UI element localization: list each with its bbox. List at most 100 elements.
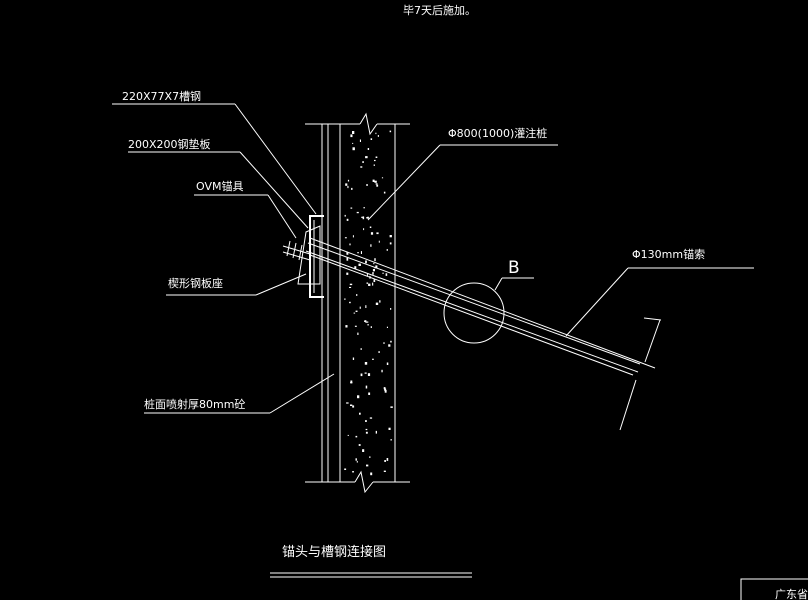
concrete-speckle [375,302,379,305]
concrete-speckle [383,191,386,194]
concrete-speckle [355,458,357,461]
concrete-speckle [390,308,392,310]
concrete-speckle [368,392,371,395]
concrete-speckle [354,325,357,327]
concrete-speckle [357,252,359,254]
concrete-speckle [366,282,369,284]
concrete-speckle [390,340,392,343]
detail-circle-b [443,282,505,344]
concrete-speckle [365,156,368,159]
concrete-speckle [358,475,360,477]
label-shotcrete: 桩面喷射厚80mm砼 [144,397,245,411]
title-block-text: 广东省 [775,588,808,600]
concrete-speckle [350,380,353,384]
concrete-speckle [385,273,388,276]
concrete-speckle [360,166,363,168]
concrete-speckle [374,258,376,262]
concrete-speckle [376,184,379,187]
concrete-speckle [367,373,371,376]
concrete-speckle [383,387,386,390]
leader-channel [234,103,317,215]
concrete-speckle [352,471,354,473]
concrete-speckle [375,430,377,434]
concrete-speckle [365,321,369,323]
concrete-speckle [364,372,367,374]
concrete-speckle [375,156,378,158]
concrete-speckle [345,325,348,328]
concrete-speckle [386,249,388,251]
concrete-speckle [360,251,362,254]
concrete-speckle [355,310,358,312]
concrete-speckle [365,428,368,431]
concrete-speckle [359,306,361,309]
concrete-speckle [362,216,365,220]
concrete-speckle [382,272,384,274]
concrete-speckle [373,262,375,265]
concrete-speckle [366,217,369,219]
concrete-speckle [389,242,392,245]
concrete-speckle [367,324,369,326]
concrete-speckle [352,357,355,360]
top-note: 毕7天后施加。 [403,4,476,17]
concrete-speckle [381,177,384,179]
concrete-speckle [363,228,365,231]
concrete-speckle [370,138,373,140]
concrete-speckle [346,402,349,404]
concrete-speckle [381,369,383,373]
concrete-speckle [366,273,368,276]
concrete-speckle [378,240,380,243]
concrete-speckle [344,237,347,239]
concrete-speckles [344,130,393,477]
concrete-speckle [390,406,393,408]
concrete-speckle [356,211,359,214]
concrete-speckle [377,135,379,137]
concrete-speckle [346,257,349,261]
drawing-title: 锚头与槽钢连接图 [282,544,386,560]
leader-ovm [267,194,297,239]
concrete-speckle [369,456,371,458]
concrete-speckle [379,300,381,303]
concrete-speckle [346,272,349,275]
concrete-speckle [352,405,355,408]
concrete-speckle [378,351,380,353]
concrete-speckle [384,389,387,393]
concrete-speckle [362,161,364,163]
detail-b-leader [494,277,503,291]
concrete-speckle [349,286,352,288]
concrete-speckle [373,279,376,282]
label-pad-plate: 200X200钢垫板 [128,137,211,151]
wedge-seat [297,225,321,285]
label-pile: Φ800(1000)灌注桩 [448,126,547,140]
concrete-speckle [345,183,348,186]
concrete-speckle [344,298,346,300]
concrete-speckle [389,235,392,238]
concrete-speckle [368,283,371,286]
concrete-speckle [352,142,354,144]
concrete-speckle [374,159,376,162]
concrete-speckle [354,266,357,269]
concrete-speckle [350,404,353,406]
concrete-speckle [365,385,368,389]
leader-pad [239,151,309,229]
concrete-speckle [349,283,353,286]
concrete-speckle [376,232,379,235]
concrete-speckle [372,269,375,272]
concrete-speckle [372,179,375,182]
pile-body [305,112,410,494]
concrete-speckle [362,449,365,452]
concrete-speckle [388,427,391,430]
concrete-speckle [356,294,358,296]
concrete-speckle [384,460,386,462]
leader-wedge [255,273,307,296]
concrete-speckle [350,207,353,209]
concrete-speckle [383,470,386,472]
label-wedge-seat: 楔形钢板座 [168,276,223,290]
concrete-speckle [386,326,388,328]
concrete-speckle [347,185,349,189]
concrete-speckle [366,464,369,467]
concrete-speckle [365,305,367,308]
concrete-speckle [347,179,350,182]
concrete-speckle [370,232,374,235]
concrete-speckle [365,431,368,434]
